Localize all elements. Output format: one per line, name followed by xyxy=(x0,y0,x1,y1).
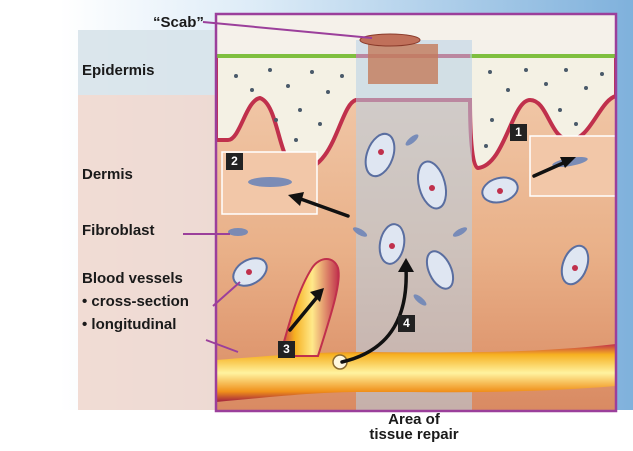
step-1-badge: 1 xyxy=(510,124,527,141)
step-2-badge: 2 xyxy=(226,153,243,170)
skin-section xyxy=(216,14,616,412)
step-3-badge: 3 xyxy=(278,341,295,358)
tissue-repair-caption-line-2: tissue repair xyxy=(356,427,472,442)
scab-label: “Scab” xyxy=(153,14,204,31)
blood-vessels-label: Blood vessels xyxy=(82,270,183,287)
scab xyxy=(360,34,420,46)
epidermis-label: Epidermis xyxy=(82,62,155,79)
fibroblast-label: Fibroblast xyxy=(82,222,155,239)
step-4-badge: 4 xyxy=(398,315,415,332)
tissue-repair-caption: Area of tissue repair xyxy=(356,412,472,442)
longitudinal-label: • longitudinal xyxy=(82,316,176,333)
cross-section-label: • cross-section xyxy=(82,293,189,310)
tissue-repair-caption-line-1: Area of xyxy=(356,412,472,427)
dermis-label: Dermis xyxy=(82,166,133,183)
dermis-label-band xyxy=(78,95,218,410)
